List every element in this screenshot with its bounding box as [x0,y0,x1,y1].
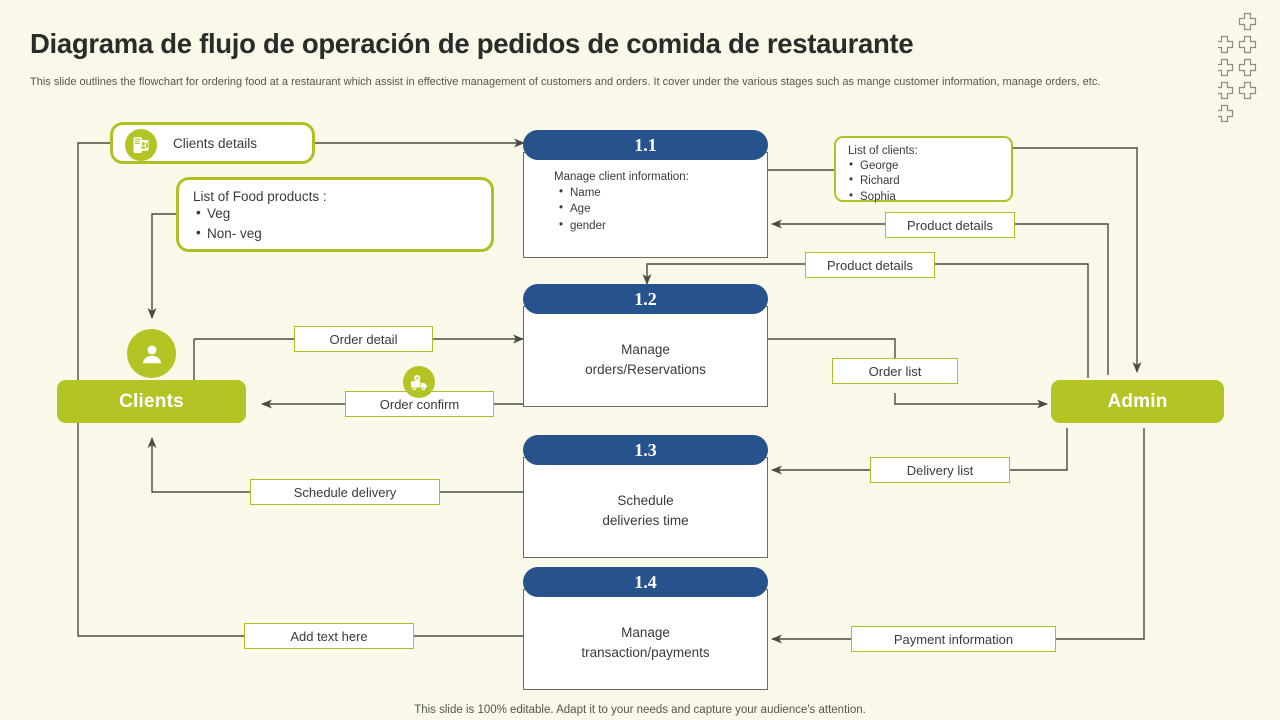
id-document-icon [125,129,157,161]
card-list-of-clients-list: George Richard Sophia [848,158,999,205]
label-order-list[interactable]: Order list [832,358,958,384]
slide-footer-note: This slide is 100% editable. Adapt it to… [414,704,866,716]
card-list-of-clients[interactable]: List of clients: George Richard Sophia [834,136,1013,205]
delivery-truck-check-icon [403,366,435,398]
entity-admin-label: Admin [1107,390,1168,412]
label-add-text-here[interactable]: Add text here [244,623,414,649]
list-item: Veg [196,203,477,224]
card-food-products-list: Veg Non- veg [193,203,477,244]
list-item: Name [559,184,753,201]
process-box-1-2[interactable]: 1.2 Manage orders/Reservations [523,284,768,407]
process-box-1-4[interactable]: 1.4 Manage transaction/payments [523,567,768,690]
process-1-4-id: 1.4 [523,567,768,597]
card-clients-details-label: Clients details [173,136,258,151]
process-1-1-lead: Manage client information: [554,171,689,183]
process-1-3-body: Schedule deliveries time [602,492,689,528]
process-1-1-list: Name Age gender [538,184,753,234]
label-delivery-list[interactable]: Delivery list [870,457,1010,483]
user-icon [127,329,176,378]
list-item: Richard [849,173,999,189]
label-schedule-delivery[interactable]: Schedule delivery [250,479,440,505]
entity-clients-label: Clients [119,390,184,412]
entity-admin[interactable]: Admin [1051,380,1224,423]
list-item: George [849,158,999,174]
process-1-3-id: 1.3 [523,435,768,465]
card-list-of-clients-title: List of clients: [848,145,918,157]
label-payment-information[interactable]: Payment information [851,626,1056,652]
process-1-1-id: 1.1 [523,130,768,160]
list-item: Sophia [849,189,999,205]
label-product-details-top[interactable]: Product details [885,212,1015,238]
card-clients-details[interactable]: Clients details [110,122,315,164]
card-food-products[interactable]: List of Food products : Veg Non- veg [176,177,494,252]
list-item: gender [559,217,753,234]
card-food-products-title: List of Food products : [193,189,327,204]
list-item: Age [559,200,753,217]
decorative-cross-pattern [1218,8,1266,148]
page-title: Diagrama de flujo de operación de pedido… [30,28,914,59]
label-order-detail[interactable]: Order detail [294,326,433,352]
process-1-2-id: 1.2 [523,284,768,314]
page-subtitle: This slide outlines the flowchart for or… [30,76,1101,88]
label-product-details-mid[interactable]: Product details [805,252,935,278]
process-1-4-body: Manage transaction/payments [581,624,710,660]
process-1-2-body: Manage orders/Reservations [585,341,706,377]
entity-clients[interactable]: Clients [57,380,246,423]
list-item: Non- veg [196,223,477,244]
process-box-1-1[interactable]: 1.1 Manage client information: Name Age … [523,130,768,258]
process-box-1-3[interactable]: 1.3 Schedule deliveries time [523,435,768,558]
